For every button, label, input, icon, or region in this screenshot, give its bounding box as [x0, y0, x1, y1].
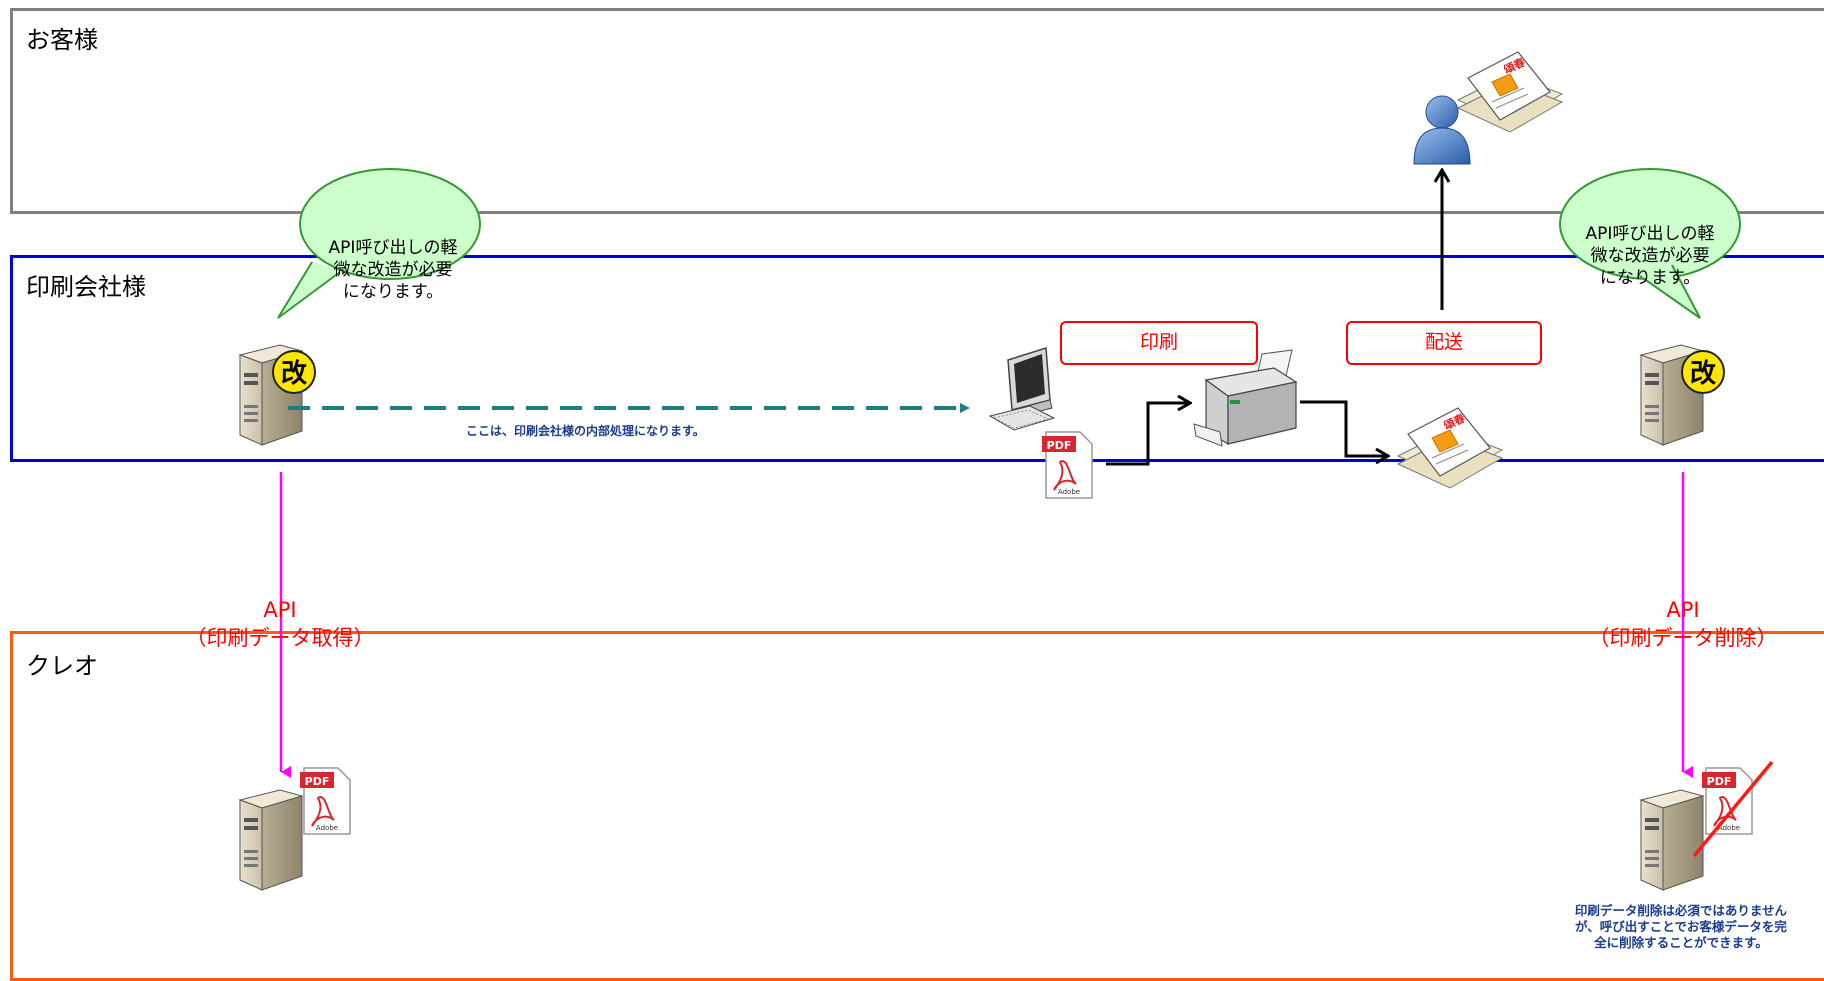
- pdf-document-icon-creo-left: PDF Adobe: [300, 767, 351, 835]
- delete-strike-icon: [1692, 760, 1774, 858]
- lane-customer: [10, 8, 1824, 214]
- bubble-right-text: API呼び出しの軽 微な改造が必要 になります。: [1565, 223, 1735, 289]
- speech-bubble-left: [277, 168, 482, 319]
- internal-process-note: ここは、印刷会社様の内部処理になります。: [466, 424, 705, 438]
- bubble-left-line1: API呼び出しの軽: [328, 238, 458, 258]
- speech-bubble-right: [1558, 168, 1742, 319]
- computer-icon: [988, 347, 1056, 431]
- api-fetch-line1: API: [263, 598, 297, 622]
- modify-badge-right-text: 改: [1690, 358, 1716, 389]
- adobe-label: Adobe: [1058, 488, 1080, 496]
- delete-note-line3: 全に削除することができます。: [1594, 935, 1768, 950]
- bubble-right-line2: 微な改造が必要: [1590, 246, 1710, 266]
- api-fetch-label: API （印刷データ取得）: [170, 596, 390, 652]
- modify-badge-right: 改: [1681, 350, 1725, 394]
- adobe-label-creo-left: Adobe: [316, 824, 338, 832]
- arrow-to-printer: [1106, 403, 1190, 466]
- pdf-label-creo-left: PDF: [305, 775, 330, 788]
- postcard-stack-icon-printer: 頌春: [1396, 407, 1504, 489]
- bubble-left-line3: になります。: [342, 282, 444, 302]
- postcard-stack-icon-customer: 頌春: [1456, 51, 1564, 133]
- lane-printing-company: [10, 255, 1824, 462]
- api-delete-label: API （印刷データ削除）: [1570, 596, 1796, 652]
- modify-badge-left-text: 改: [281, 358, 307, 389]
- pdf-document-icon-creo-right-deleted: PDF Adobe: [1702, 767, 1753, 835]
- printer-icon: [1193, 349, 1298, 447]
- lane-label-customer: お客様: [26, 26, 98, 54]
- delete-note-line2: が、呼び出すことでお客様データを完: [1575, 919, 1787, 934]
- adobe-label-creo-right: Adobe: [1718, 824, 1740, 832]
- server-icon-creo-left: [238, 789, 304, 891]
- customer-person-icon: [1413, 95, 1471, 165]
- bubble-left-line2: 微な改造が必要: [333, 260, 453, 280]
- bubble-right-line3: になります。: [1599, 268, 1701, 288]
- lane-label-creo: クレオ: [26, 652, 98, 680]
- server-icon-creo-right: [1639, 789, 1705, 891]
- print-step-label: 印刷: [1060, 321, 1258, 365]
- api-fetch-line2: （印刷データ取得）: [185, 626, 375, 650]
- delete-optional-note: 印刷データ削除は必須ではありません が、呼び出すことでお客様データを完 全に削除…: [1546, 903, 1816, 951]
- bubble-right-line1: API呼び出しの軽: [1585, 224, 1715, 244]
- lane-label-printing-company: 印刷会社様: [26, 273, 146, 301]
- modify-badge-left: 改: [272, 350, 316, 394]
- delete-note-line1: 印刷データ削除は必須ではありません: [1574, 903, 1788, 918]
- bubble-left-text: API呼び出しの軽 微な改造が必要 になります。: [308, 237, 478, 303]
- pdf-label: PDF: [1047, 439, 1072, 452]
- arrow-to-postcards: [1300, 400, 1388, 456]
- pdf-label-creo-right: PDF: [1707, 775, 1732, 788]
- pdf-document-icon-printer: PDF Adobe: [1042, 431, 1093, 499]
- api-delete-line2: （印刷データ削除）: [1588, 626, 1778, 650]
- api-delete-line1: API: [1666, 598, 1700, 622]
- ship-step-label: 配送: [1346, 321, 1542, 365]
